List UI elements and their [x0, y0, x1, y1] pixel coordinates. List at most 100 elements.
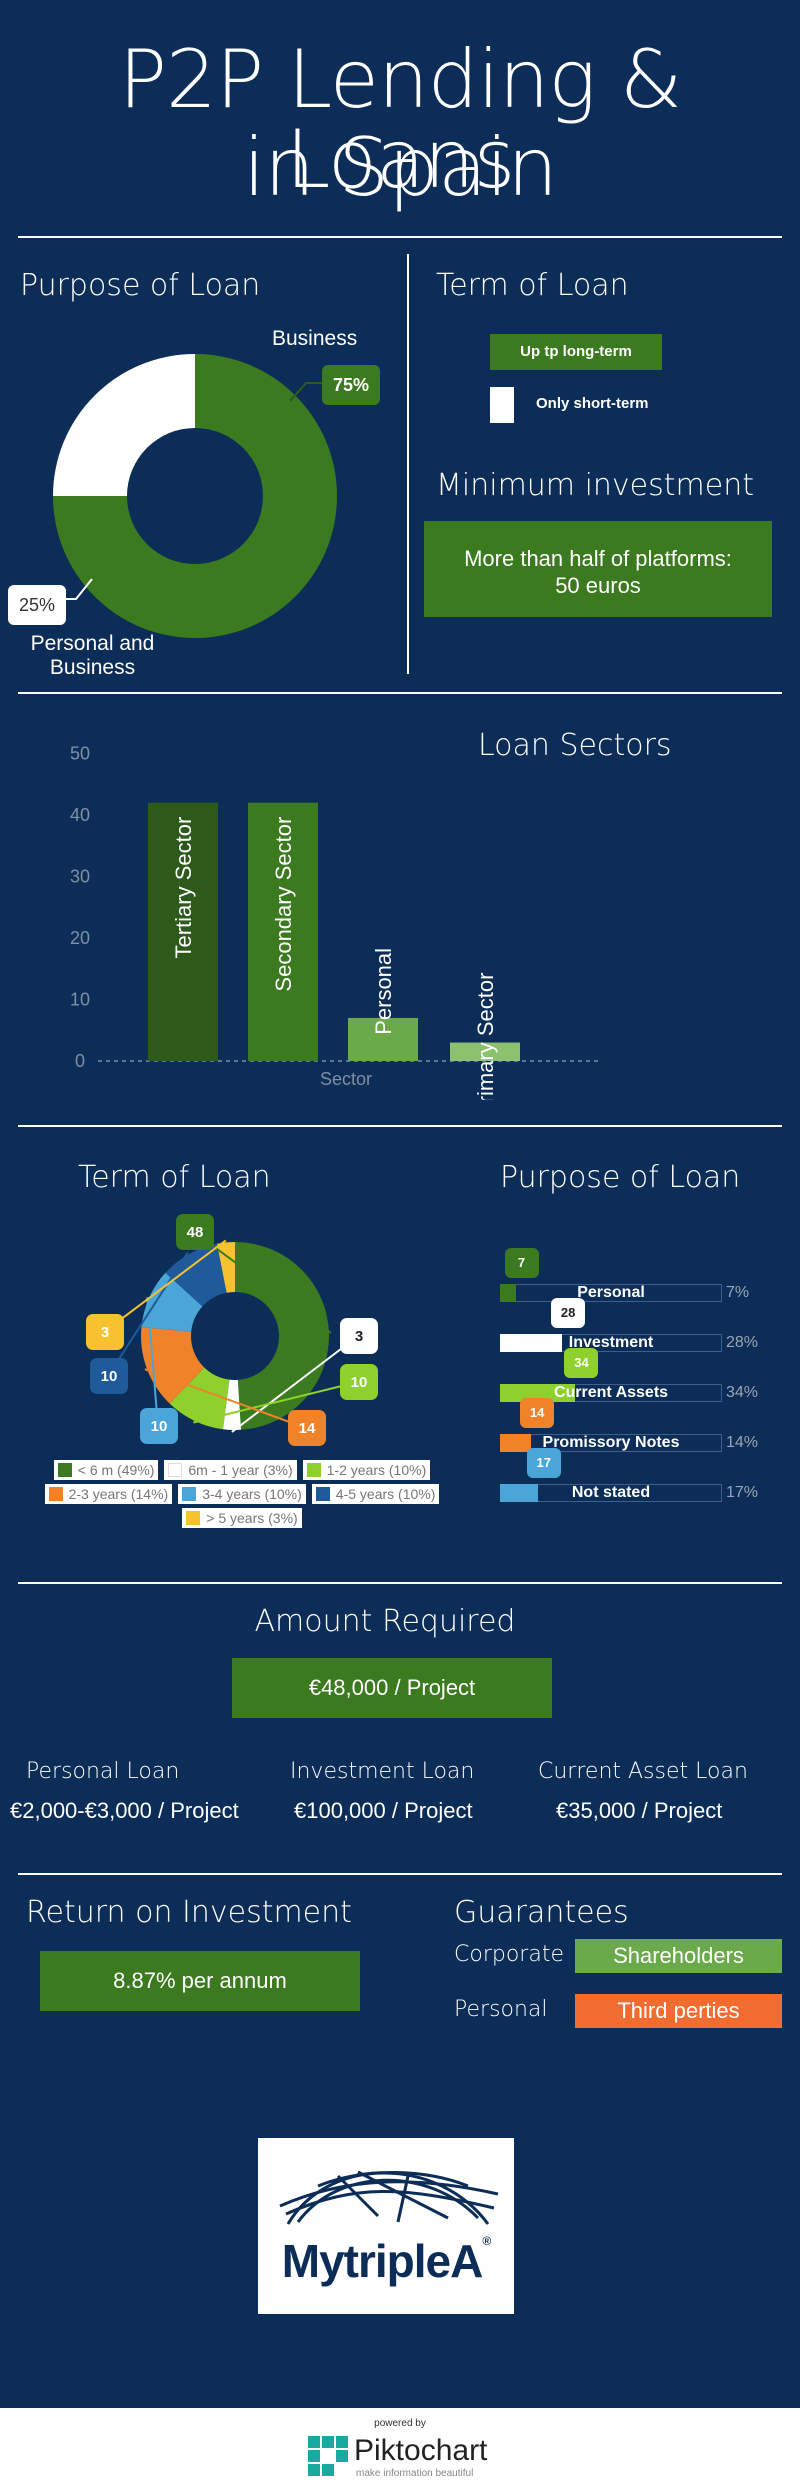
personal-guarantee-label: Personal	[454, 1997, 548, 2022]
y-tick-label: 20	[70, 928, 90, 948]
roi-heading: Return on Investment	[26, 1895, 352, 1930]
pie-slice-business	[53, 354, 337, 638]
term-callout-line	[103, 1239, 227, 1333]
footer-powered: powered by	[374, 2418, 426, 2429]
purpose-bar-badge: 7	[504, 1248, 539, 1278]
purpose-bar-row: Current Assets 34% 34	[500, 1348, 800, 1402]
divider	[18, 1125, 782, 1127]
purpose-bar-fill	[500, 1284, 516, 1302]
term-callout-line	[144, 1368, 307, 1429]
term-callout-badge	[288, 1410, 326, 1446]
purpose-pie-chart	[53, 354, 337, 638]
y-tick-label: 40	[70, 805, 90, 825]
term-callout-value: 48	[187, 1224, 204, 1241]
business-callout-line	[290, 382, 326, 402]
legend-short-swatch	[490, 387, 514, 423]
amount-main-box: €48,000 / Project	[232, 1658, 552, 1718]
sector-bar-label: Personal	[371, 948, 396, 1035]
sectors-xlabel: Sector	[320, 1069, 373, 1089]
term-callout-line	[193, 1231, 332, 1334]
divider	[18, 692, 782, 694]
purpose-bar-row: Promissory Notes 14% 14	[500, 1398, 800, 1452]
personal-loan-value: €2,000-€3,000 / Project	[10, 1798, 239, 1823]
term-slice	[217, 1242, 235, 1293]
roi-box: 8.87% per annum	[40, 1951, 360, 2011]
business-label: Business	[272, 327, 358, 350]
logo-reg: ®	[482, 2234, 491, 2248]
purpose-bar-pct: 7%	[726, 1284, 750, 1301]
purpose-bar-label: Not stated	[571, 1484, 651, 1501]
term-donut-heading: Term of Loan	[78, 1160, 271, 1195]
mytriplea-logo: MytripleA®	[258, 2138, 514, 2314]
sectors-heading: Loan Sectors	[478, 728, 672, 763]
sector-bar-label: Tertiary Sector	[171, 817, 196, 959]
purpose-bars-heading: Purpose of Loan	[500, 1160, 741, 1195]
investment-loan-value: €100,000 / Project	[294, 1798, 473, 1823]
term-callout-value: 3	[355, 1328, 363, 1345]
purpose-bar-label: Current Assets	[553, 1384, 669, 1401]
purpose-bar-pct: 34%	[726, 1384, 759, 1401]
piktochart-icon[interactable]	[308, 2436, 348, 2480]
vertical-divider	[407, 254, 409, 674]
guarantees-heading: Guarantees	[454, 1895, 629, 1930]
purpose-heading: Purpose of Loan	[20, 268, 261, 303]
term-legend-item: 3-4 years (10%)	[178, 1484, 306, 1504]
term-callout-value: 10	[101, 1368, 118, 1385]
corporate-value: Shareholders	[575, 1939, 782, 1973]
purpose-bar-label: Promissory Notes	[542, 1434, 680, 1451]
legend-label: 1-2 years (10%)	[326, 1462, 427, 1478]
term-slice	[222, 1379, 242, 1430]
legend-short-term: Only short-term	[536, 395, 649, 412]
purpose-bar-fill	[500, 1434, 532, 1452]
purpose-bar-badge: 28	[551, 1298, 586, 1328]
term-callout-line	[146, 1297, 159, 1427]
term-callout-badge	[90, 1358, 128, 1394]
current-loan-title: Current Asset Loan	[538, 1759, 748, 1784]
purpose-bar-badge: 34	[564, 1348, 599, 1378]
footer: powered by Piktochart make information b…	[0, 2408, 800, 2489]
min-investment-line2: 50 euros	[555, 573, 641, 598]
term-legend-item: 4-5 years (10%)	[311, 1484, 440, 1504]
legend-swatch	[48, 1487, 63, 1501]
logo-text: MytripleA	[281, 2235, 484, 2287]
term-callout-value: 14	[299, 1420, 316, 1437]
sector-bar	[348, 1017, 418, 1061]
term-legend-item: < 6 m (49%)	[53, 1460, 159, 1480]
term-slice	[165, 1243, 227, 1307]
y-tick-label: 10	[70, 990, 90, 1010]
purpose-bar-badge: 14	[520, 1398, 555, 1428]
purpose-bar-fill	[500, 1484, 538, 1502]
term-legend-item: 2-3 years (14%)	[44, 1484, 173, 1504]
min-investment-heading: Minimum investment	[436, 468, 754, 503]
term-callout-badge	[340, 1318, 378, 1354]
personal-callout-line	[62, 578, 93, 600]
legend-swatch	[57, 1463, 72, 1477]
sector-bar	[148, 802, 218, 1061]
sector-bar-label: Primary Sector	[473, 973, 498, 1100]
page-title-line1: P2P Lending & Loans	[118, 33, 682, 206]
min-investment-box: More than half of platforms: 50 euros	[424, 521, 772, 617]
purpose-bar-pct: 14%	[726, 1434, 759, 1451]
personal-loan-title: Personal Loan	[26, 1759, 180, 1784]
personal-label: Personal and Business	[20, 632, 165, 680]
footer-brand[interactable]: Piktochart	[354, 2434, 488, 2467]
legend-swatch	[182, 1487, 197, 1501]
term-slice	[169, 1367, 230, 1430]
legend-swatch	[315, 1487, 330, 1501]
purpose-bar-fill	[500, 1384, 576, 1402]
legend-label: 6m - 1 year (3%)	[188, 1462, 293, 1478]
sector-bar	[450, 1042, 520, 1061]
min-investment-line1: More than half of platforms:	[464, 546, 732, 571]
sector-bar	[248, 802, 318, 1061]
term-slice	[235, 1242, 329, 1430]
current-loan-value: €35,000 / Project	[556, 1798, 723, 1823]
legend-label: 3-4 years (10%)	[202, 1486, 302, 1502]
personal-pct-badge: 25%	[8, 585, 66, 625]
term-legend-item: > 5 years (3%)	[182, 1508, 302, 1528]
personal-label-1: Personal and	[30, 632, 155, 655]
